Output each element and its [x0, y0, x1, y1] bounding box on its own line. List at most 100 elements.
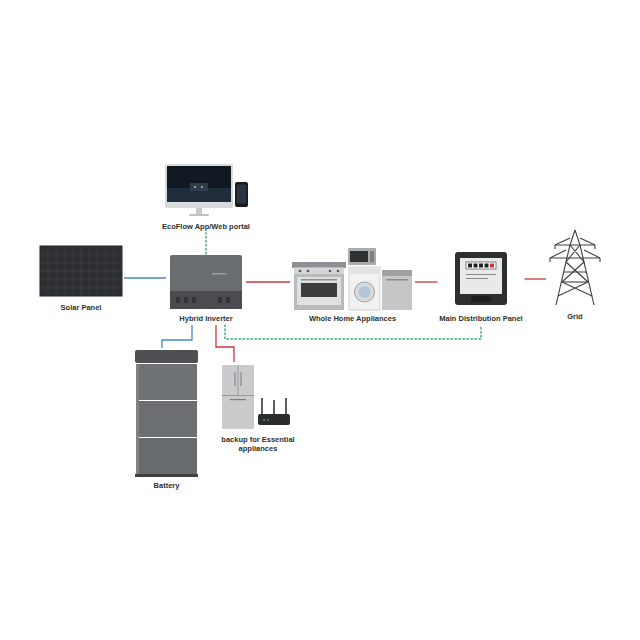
phone-icon — [235, 182, 248, 207]
washer-icon — [355, 282, 375, 302]
connector-line — [246, 281, 290, 282]
pylon-icon — [550, 238, 600, 258]
inverter-unit — [184, 297, 188, 303]
router-icon — [258, 414, 290, 425]
meter-icon — [471, 296, 491, 302]
pylon-icon — [550, 245, 600, 272]
stove-icon — [299, 270, 302, 273]
solar-panel — [40, 246, 122, 296]
meter-icon — [490, 264, 494, 268]
pylon-icon — [556, 230, 594, 305]
stove-icon — [301, 279, 337, 281]
meter-icon — [485, 264, 489, 268]
dishwasher-icon — [382, 270, 412, 310]
device-node: Grid — [546, 228, 604, 323]
monitor-icon — [190, 183, 208, 191]
washer-icon — [359, 286, 371, 298]
node-label: Main Distribution Panel — [438, 314, 525, 323]
washer-icon — [349, 267, 380, 310]
device-node: Battery — [131, 348, 202, 492]
device-node: backup for Essential appliances — [216, 362, 300, 455]
monitor-icon — [194, 186, 196, 188]
solar-panel — [40, 246, 122, 296]
router-icon — [262, 398, 286, 414]
stove-icon — [297, 277, 341, 305]
meter-icon — [455, 252, 507, 305]
microwave-icon — [350, 251, 368, 262]
meter-icon — [455, 252, 507, 305]
meter-icon — [466, 274, 496, 275]
microwave-icon — [348, 248, 376, 265]
dishwasher-icon — [386, 279, 408, 281]
microwave-icon — [348, 248, 376, 265]
phone-icon — [235, 182, 248, 207]
solar-panel — [40, 246, 122, 296]
stove-icon — [329, 270, 332, 273]
battery-stack — [136, 401, 197, 437]
monitor-icon — [189, 214, 209, 216]
meter-icon — [466, 262, 496, 269]
inverter-unit — [192, 297, 196, 303]
router-icon — [263, 419, 265, 421]
node-label: Grid — [546, 312, 604, 321]
monitor-icon — [167, 166, 231, 202]
device-node: Main Distribution Panel — [438, 250, 525, 325]
connector-line — [525, 278, 547, 279]
connector-line — [162, 325, 192, 348]
meter-icon — [468, 264, 472, 268]
stove-icon — [294, 267, 344, 310]
stove-icon — [337, 270, 340, 273]
connector-line — [205, 233, 206, 254]
pylon-icon — [550, 230, 600, 305]
node-label: Battery — [131, 481, 202, 490]
pylon-icon — [558, 245, 592, 296]
meter-icon — [474, 264, 478, 268]
monitor-icon — [201, 186, 203, 188]
inverter-unit — [170, 291, 242, 309]
stove-icon — [307, 270, 310, 273]
node-label: backup for Essential appliances — [216, 435, 300, 453]
battery-stack — [136, 364, 197, 400]
connector-line — [225, 325, 481, 339]
phone-icon — [237, 185, 247, 204]
device-node: EcoFlow App/Web portal — [158, 165, 254, 233]
stove-icon — [292, 262, 346, 310]
fridge-icon — [237, 365, 239, 395]
fridge-icon — [222, 365, 254, 429]
inverter-unit — [170, 255, 242, 309]
dishwasher-icon — [382, 270, 412, 310]
inverter-unit — [226, 297, 230, 303]
node-label: EcoFlow App/Web portal — [158, 222, 254, 231]
washer-icon — [349, 267, 380, 274]
connector-line — [415, 281, 438, 282]
fridge-icon — [235, 372, 236, 386]
fridge-icon — [230, 399, 246, 400]
battery-stack — [136, 438, 197, 474]
battery-stack — [136, 364, 139, 474]
inverter-unit — [212, 273, 226, 275]
microwave-icon — [370, 251, 374, 262]
stove-icon — [294, 268, 344, 274]
device-node: Hybrid Inverter — [166, 254, 246, 325]
fridge-icon — [241, 372, 242, 386]
router-icon — [267, 419, 269, 421]
fridge-icon — [222, 365, 254, 429]
battery-stack — [135, 350, 198, 477]
meter-icon — [479, 264, 483, 268]
device-node: Solar Panel — [38, 246, 124, 314]
fridge-icon — [222, 395, 254, 397]
inverter-unit — [176, 297, 180, 303]
washer-icon — [349, 267, 380, 310]
pylon-icon — [562, 281, 588, 282]
monitor-icon — [196, 208, 202, 215]
stove-icon — [301, 283, 337, 297]
pylon-icon — [550, 245, 600, 262]
meter-icon — [460, 258, 502, 294]
monitor-icon — [165, 164, 233, 216]
node-label: Hybrid Inverter — [166, 314, 246, 323]
dishwasher-icon — [382, 270, 412, 276]
inverter-unit — [170, 255, 242, 309]
battery-stack — [135, 350, 198, 363]
router-icon — [258, 398, 290, 425]
